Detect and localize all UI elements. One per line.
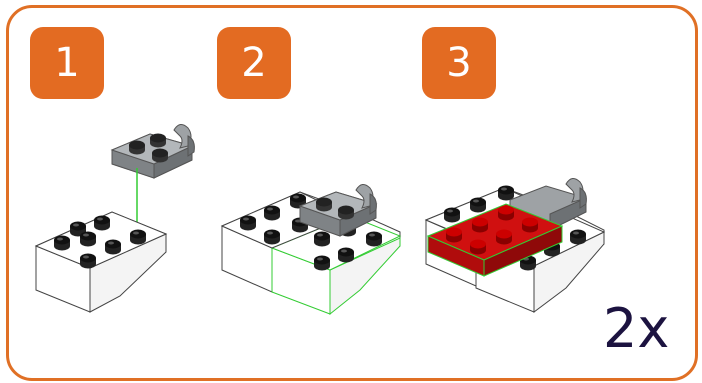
red-2x3-plate-icon [426, 203, 564, 277]
step-badge-1: 1 [30, 27, 104, 99]
step-1-scene [34, 124, 195, 313]
step-number: 1 [54, 40, 80, 86]
quantity-label: 2x [603, 297, 670, 360]
step-2-scene [220, 184, 402, 316]
step-number: 2 [241, 40, 267, 86]
step-badge-3: 3 [422, 27, 496, 99]
instruction-frame [6, 5, 698, 381]
gray-clip-plate-icon [110, 124, 195, 179]
step-3-scene [424, 178, 606, 313]
gray-clip-plate-icon [298, 184, 378, 237]
step-number: 3 [446, 40, 472, 86]
white-slope-brick-icon [34, 211, 168, 313]
step-badge-2: 2 [217, 27, 291, 99]
